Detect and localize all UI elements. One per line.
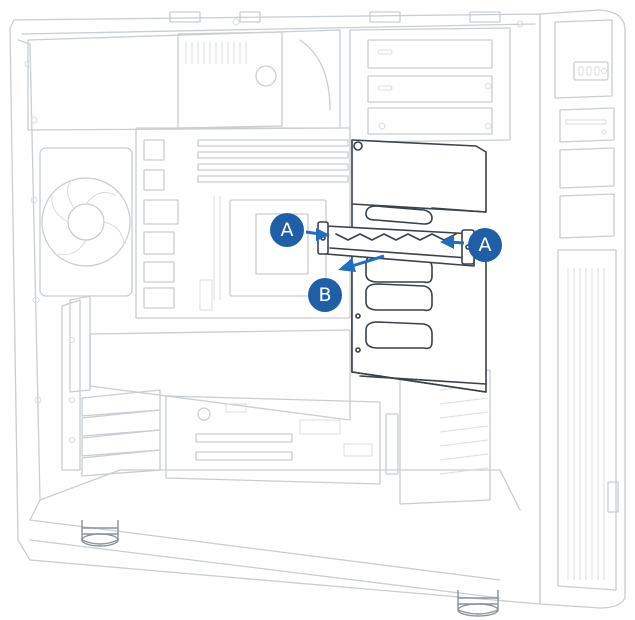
marker-a-right-label: A bbox=[479, 234, 492, 256]
arrow-left-icon bbox=[440, 235, 465, 249]
arrow-down-left-icon bbox=[338, 254, 385, 272]
rear-fan bbox=[39, 147, 133, 297]
marker-a-left-label: A bbox=[281, 219, 294, 241]
graphics-card bbox=[69, 295, 351, 421]
upper-drive-bay bbox=[349, 27, 511, 143]
case-frame bbox=[9, 11, 541, 605]
dimm-slots bbox=[197, 139, 349, 183]
expansion-slot-brackets bbox=[61, 299, 161, 477]
marker-a-right: A bbox=[468, 228, 502, 262]
case-feet bbox=[81, 520, 499, 617]
front-panel bbox=[539, 9, 626, 609]
drive-cage bbox=[351, 139, 487, 393]
lower-board bbox=[165, 395, 399, 485]
arrow-right-icon bbox=[305, 228, 330, 241]
marker-b-label: B bbox=[318, 284, 331, 306]
marker-a-left: A bbox=[270, 213, 304, 247]
power-supply bbox=[27, 29, 341, 131]
front-vent bbox=[567, 268, 605, 580]
marker-b: B bbox=[308, 278, 342, 312]
